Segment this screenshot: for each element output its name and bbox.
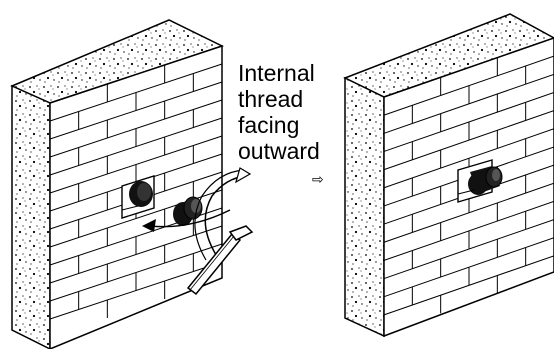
step-arrow-icon: ⇨	[312, 172, 324, 188]
left-wall-side	[12, 86, 50, 349]
instruction-caption: Internal thread facing outward	[238, 60, 320, 164]
right-wall	[345, 14, 554, 336]
left-wall	[12, 20, 222, 349]
caption-line: outward	[238, 138, 320, 164]
caption-line: Internal	[238, 60, 320, 86]
caption-line: facing	[238, 112, 320, 138]
right-wall-side	[345, 78, 384, 336]
caption-line: thread	[238, 86, 320, 112]
